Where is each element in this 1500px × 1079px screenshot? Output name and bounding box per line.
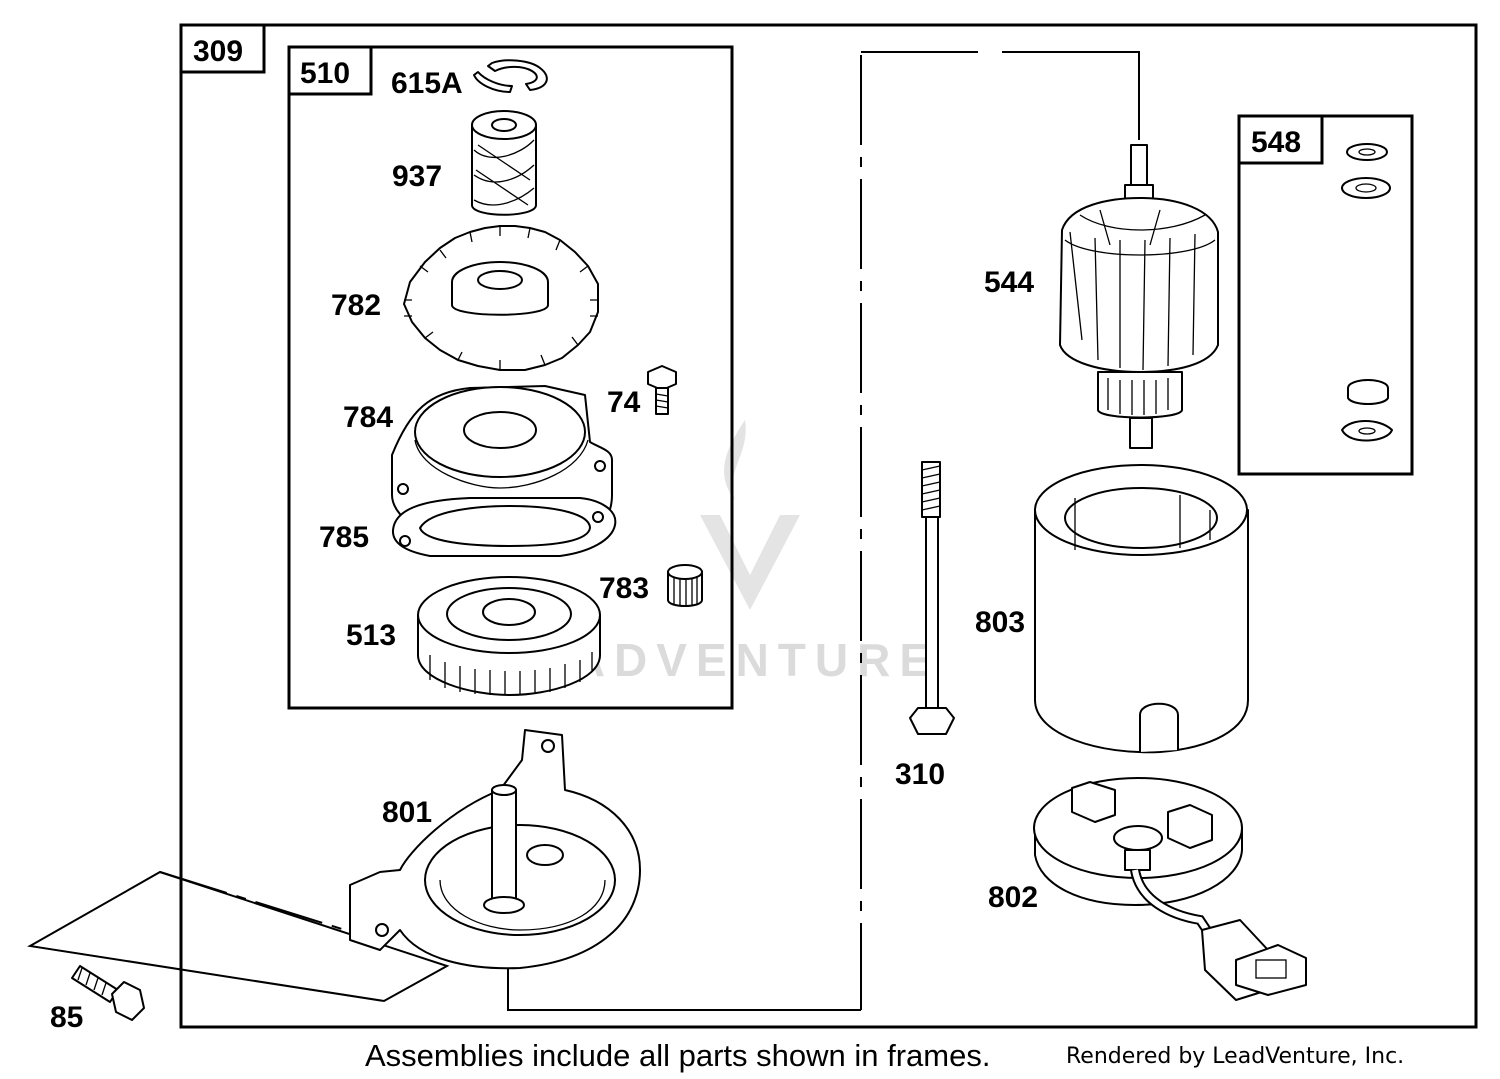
frame-309 <box>179 23 1478 1029</box>
part-310-through-bolt <box>909 461 955 735</box>
label-74: 74 <box>607 386 641 419</box>
label-783: 783 <box>599 572 649 605</box>
frame-309-label: 309 <box>193 35 243 68</box>
label-85: 85 <box>50 1001 83 1034</box>
label-803: 803 <box>975 606 1025 639</box>
label-801: 801 <box>382 796 432 829</box>
label-785: 785 <box>319 521 369 554</box>
assemblies-caption: Assemblies include all parts shown in fr… <box>365 1038 991 1073</box>
frame-510-label: 510 <box>300 57 350 90</box>
part-513-ring-gear <box>417 576 601 696</box>
part-85-bolt <box>71 965 145 1021</box>
part-615A-e-clip <box>473 59 548 93</box>
frame-510-tag <box>287 45 373 96</box>
label-513: 513 <box>346 619 396 652</box>
part-785-gasket <box>391 497 617 557</box>
label-310: 310 <box>895 758 945 791</box>
part-548-washers <box>1341 143 1393 442</box>
label-802: 802 <box>988 881 1038 914</box>
leader-lines <box>27 51 1140 1011</box>
part-74-screw <box>647 365 677 415</box>
label-544: 544 <box>984 266 1034 299</box>
part-782-gear <box>403 225 599 371</box>
frame-309-tag <box>179 23 266 74</box>
part-803-motor-housing <box>1034 464 1249 754</box>
frame-548-tag <box>1237 114 1324 165</box>
label-782: 782 <box>331 289 381 322</box>
part-937-drive-pinion <box>471 110 537 216</box>
part-544-armature <box>1059 144 1219 449</box>
label-784: 784 <box>343 401 393 434</box>
label-937: 937 <box>392 160 442 193</box>
part-802-brush-plate <box>1033 777 1307 1001</box>
frame-548 <box>1237 114 1414 476</box>
render-credit: Rendered by LeadVenture, Inc. <box>1066 1044 1405 1069</box>
label-615A: 615A <box>391 67 463 100</box>
part-801-drive-end-cap <box>349 729 641 970</box>
frame-510 <box>287 45 734 710</box>
part-783-pinion <box>667 564 703 607</box>
frame-548-label: 548 <box>1251 126 1301 159</box>
